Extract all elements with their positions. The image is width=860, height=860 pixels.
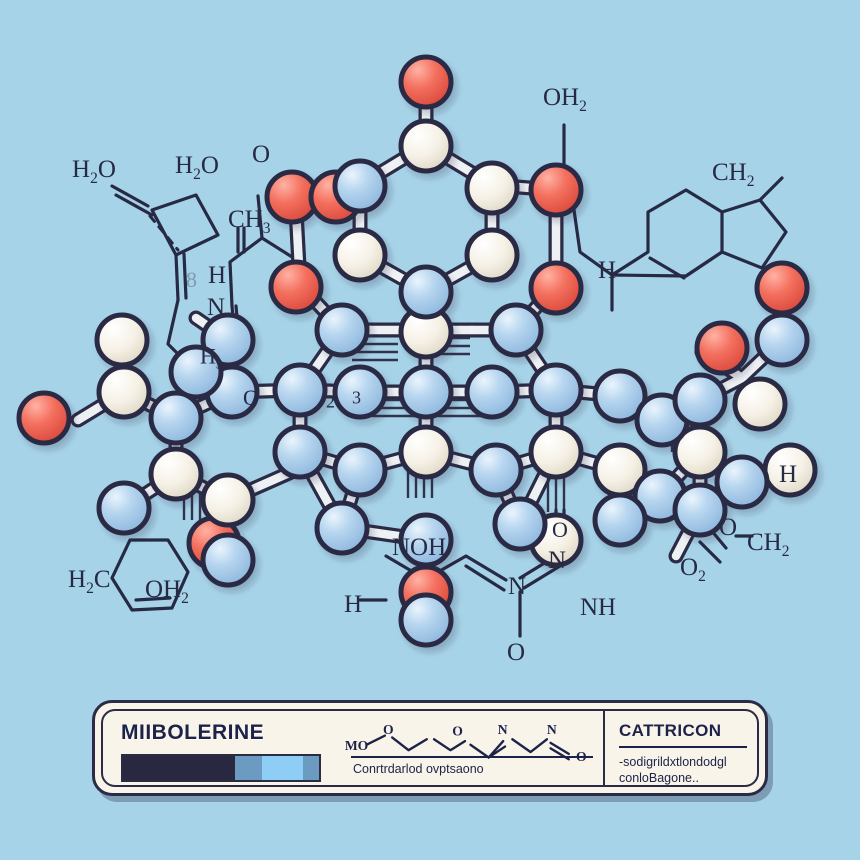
- skeletal-label: OH2: [145, 576, 189, 607]
- skeletal-label: H: [208, 262, 227, 289]
- legend-middle-column: MO O O N N O Conrtrdarlod ovptsaono: [339, 711, 605, 785]
- skeletal-label: H3: [200, 343, 223, 372]
- skeletal-label: O2: [680, 554, 706, 585]
- legend-middle-divider: [351, 756, 593, 758]
- skeletal-label: N: [548, 547, 567, 574]
- mini-atom-label: N: [547, 722, 557, 737]
- skeletal-label: H: [779, 461, 798, 488]
- legend-progress-bar[interactable]: [121, 754, 321, 782]
- skeletal-label: CH2: [712, 159, 755, 190]
- skeletal-label: N: [508, 573, 527, 600]
- skeletal-label: O: [507, 639, 526, 666]
- skeletal-lines-topright: [562, 123, 788, 312]
- legend-right-title: CATTRICON: [619, 721, 722, 740]
- skeletal-label: O: [552, 517, 568, 542]
- mini-skeletal-diagram: MO O O N N O: [345, 722, 587, 764]
- mini-atom-label: O: [452, 724, 463, 739]
- skeletal-label: NH: [580, 594, 617, 621]
- skeletal-label: CH2: [747, 529, 790, 560]
- skeletal-label: H: [598, 257, 617, 284]
- skeletal-label: H2O: [72, 156, 116, 187]
- skeletal-label: H: [344, 591, 363, 618]
- skeletal-label: NOH: [392, 534, 447, 561]
- atom-spheres: [16, 54, 818, 648]
- skeletal-label: O: [252, 141, 271, 168]
- skeletal-label: H2O: [175, 152, 219, 183]
- skeletal-label: 8: [186, 267, 197, 292]
- legend-right-divider: [619, 746, 747, 748]
- legend-bar-segment: [123, 756, 235, 780]
- skeletal-label: H2C: [68, 566, 111, 597]
- legend-right-line-2: conloBagone..: [619, 771, 699, 785]
- skeletal-label: 2: [326, 391, 335, 412]
- legend-panel: MIIBOLERINE: [92, 700, 768, 796]
- legend-middle-caption: Conrtrdarlod ovptsaono: [353, 762, 484, 776]
- skeletal-label: CH3: [228, 206, 271, 237]
- legend-right-column: CATTRICON -sodigrildxtlondodgl conloBago…: [605, 711, 757, 785]
- skeletal-label: O: [719, 514, 738, 541]
- legend-title: MIIBOLERINE: [121, 721, 265, 744]
- legend-right-line-1: -sodigrildxtlondodgl: [619, 755, 727, 769]
- mini-atom-label: MO: [345, 738, 369, 753]
- legend-bar-segment: [234, 756, 263, 780]
- skeletal-lines-bottomleft: [110, 538, 190, 612]
- skeletal-label: O: [243, 385, 259, 410]
- legend-bar-segment: [303, 756, 319, 780]
- mini-atom-label: O: [383, 722, 394, 737]
- skeletal-label: N: [207, 294, 226, 321]
- skeletal-label: OH2: [543, 84, 587, 115]
- mini-atom-label: N: [498, 722, 508, 737]
- skeletal-dashes-left: [148, 214, 180, 252]
- legend-bar-segment: [262, 756, 304, 780]
- legend-left-column: MIIBOLERINE: [103, 711, 339, 785]
- skeletal-label: 3: [352, 387, 361, 408]
